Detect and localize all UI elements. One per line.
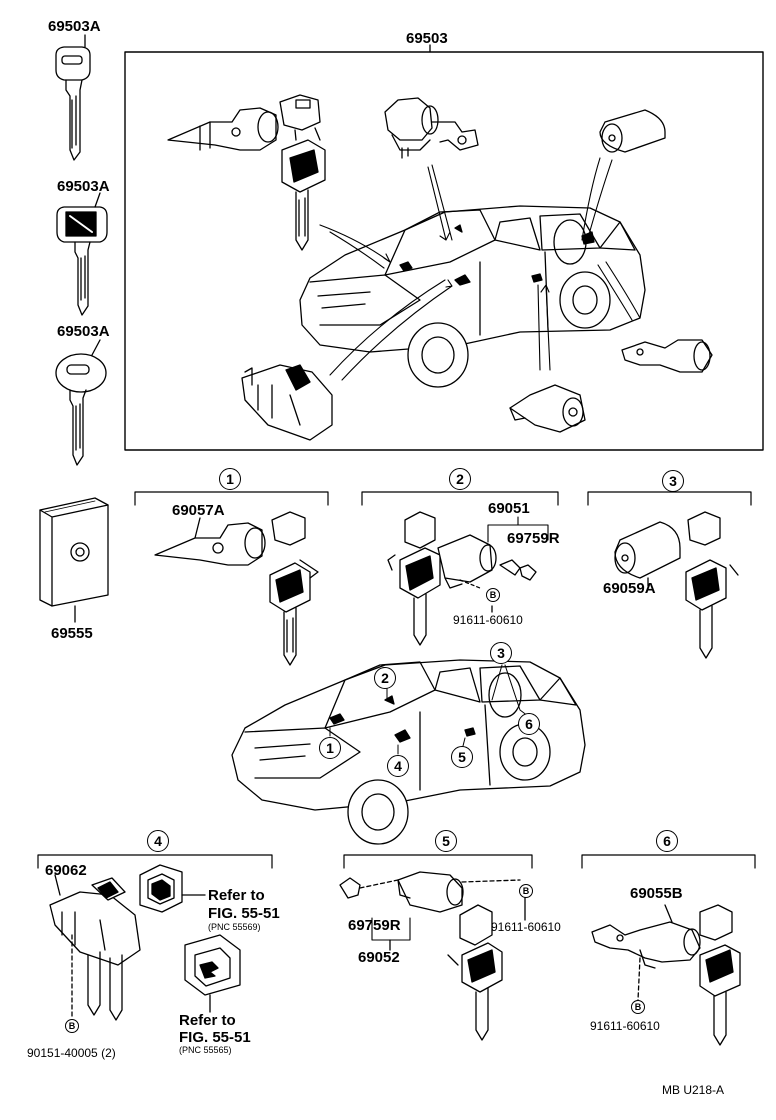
- callout-1: 1: [219, 468, 241, 490]
- callout-5: 5: [435, 830, 457, 852]
- glovebox-lock-icon: [50, 878, 140, 1020]
- bolt-mark-rear: B: [519, 884, 533, 898]
- ref-1-pnc: (PNC 55569): [208, 922, 261, 932]
- part-label-cover-r-rear: 69759R: [348, 917, 401, 934]
- part-label-screw-rear: 91611-60610: [491, 920, 561, 934]
- callout-4-vehicle: 4: [387, 755, 409, 777]
- key-card-icon: [40, 498, 108, 606]
- bolt-mark-front: B: [486, 588, 500, 602]
- callout-4: 4: [147, 830, 169, 852]
- part-label-ignition-cylinder: 69057A: [172, 502, 225, 519]
- part-label-glove-screw: 90151-40005 (2): [27, 1046, 116, 1060]
- diagram-code: MB U218-A: [662, 1083, 725, 1097]
- callout-2: 2: [449, 468, 471, 490]
- door-lock-set-icon-rear: [340, 872, 502, 1040]
- door-lock-set-icon-front: [388, 512, 536, 645]
- part-label-key-2: 69503A: [57, 178, 110, 195]
- callout-3-vehicle: 3: [490, 642, 512, 664]
- part-label-door-lock-set-front: 69051: [488, 500, 530, 517]
- part-label-main-set: 69503: [406, 30, 448, 47]
- ref-2-line1: Refer to: [179, 1012, 236, 1029]
- callout-2-vehicle: 2: [374, 667, 396, 689]
- hatch-cylinder-icon: [600, 110, 665, 152]
- door-lock-icon-bottom: [510, 385, 585, 432]
- key-icon-2: [57, 207, 107, 315]
- ref-2-pnc: (PNC 55565): [179, 1045, 232, 1055]
- callout-3: 3: [662, 470, 684, 492]
- part-label-key-1: 69503A: [48, 18, 101, 35]
- back-door-lock-icon-top: [622, 340, 712, 372]
- callout-6-vehicle: 6: [518, 713, 540, 735]
- bolt-mark-glove: B: [65, 1019, 79, 1033]
- seal-icon-1: [140, 865, 182, 912]
- glovebox-lock-icon-top: [242, 365, 332, 440]
- part-label-door-lock-set-rear: 69052: [358, 949, 400, 966]
- part-label-glove-lock: 69062: [45, 862, 87, 879]
- part-label-tailgate-cylinder: 69059A: [603, 580, 656, 597]
- callout-1-vehicle: 1: [319, 737, 341, 759]
- main-set-box: [125, 52, 763, 450]
- vehicle-illustration-middle: [232, 660, 585, 844]
- part-label-card: 69555: [51, 625, 93, 642]
- vehicle-illustration-top: [300, 206, 645, 387]
- part-label-key-3: 69503A: [57, 323, 110, 340]
- part-label-screw-front: 91611-60610: [453, 613, 523, 627]
- bolt-mark-back: B: [631, 1000, 645, 1014]
- back-door-lock-icon: [592, 905, 740, 1045]
- tailgate-cylinder-icon: [615, 512, 738, 658]
- key-icon-3: [56, 354, 106, 465]
- ignition-cylinder-icon: [168, 95, 325, 250]
- callout-6: 6: [656, 830, 678, 852]
- callout-5-vehicle: 5: [451, 746, 473, 768]
- part-label-cover-r: 69759R: [507, 530, 560, 547]
- part-label-screw-back: 91611-60610: [590, 1019, 660, 1033]
- arrows-top: [320, 158, 640, 380]
- door-lock-icon-top: [385, 98, 478, 158]
- ref-1-line2: FIG. 55-51: [208, 905, 280, 922]
- part-label-back-door-cylinder: 69055B: [630, 885, 683, 902]
- ref-1-line1: Refer to: [208, 887, 265, 904]
- ref-2-line2: FIG. 55-51: [179, 1029, 251, 1046]
- seal-icon-2: [185, 935, 240, 995]
- ignition-cylinder-icon-1: [155, 512, 318, 665]
- key-icon-1: [56, 47, 90, 160]
